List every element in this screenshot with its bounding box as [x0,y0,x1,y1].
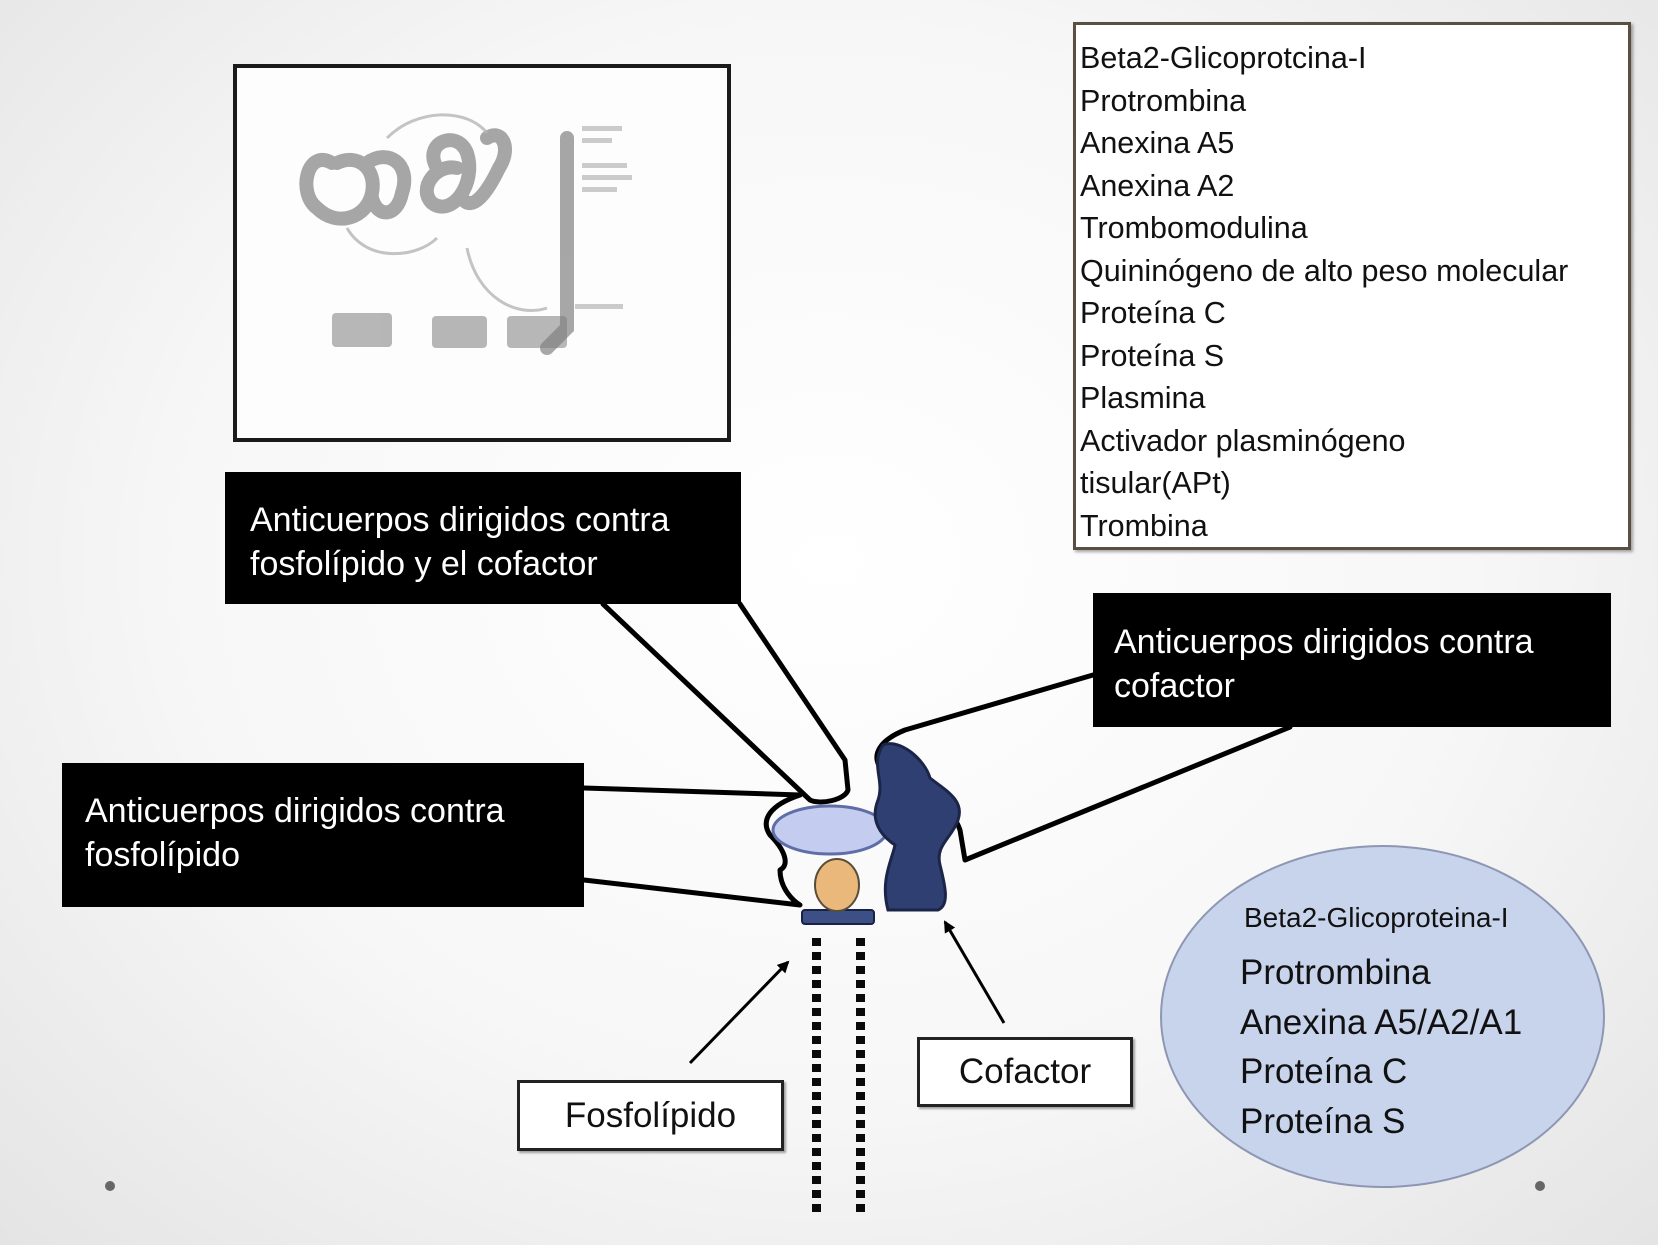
phospholipid-tail-segment [856,1008,865,1016]
phospholipid-tail-segment [856,1022,865,1030]
phospholipid-tail-segment [856,1078,865,1086]
label-antibodies-phospholipid-and-cofactor: Anticuerpos dirigidos contra fosfolípido… [225,472,741,604]
ellipse-title: Beta2-Glicoproteina-I [1244,902,1509,933]
label-antibodies-phospholipid: Anticuerpos dirigidos contra fosfolípido [62,763,584,907]
phospholipid-tail-segment [812,952,821,960]
phospholipid-tail-segment [856,1204,865,1212]
phospholipid-tail-segment [856,1190,865,1198]
phospholipid-tail-segment [812,1176,821,1184]
binding-proteins-ellipse [1160,845,1605,1188]
label-antibodies-cofactor: Anticuerpos dirigidos contra cofactor [1093,593,1611,727]
cofactor-list-item: Anexina A5 [1080,126,1235,160]
label-line: fosfolípido y el cofactor [250,545,598,583]
protein-structure-image [233,64,731,442]
cofactor-list-item: Activador plasminógeno [1080,423,1406,458]
phospholipid-head [814,858,860,912]
phospholipid-tail-segment [812,1148,821,1156]
cofactor-shape [873,742,961,912]
phospholipid-tail-segment [856,952,865,960]
phospholipid-tails [812,938,865,1212]
binding-protein-item: Proteína S [1240,1101,1406,1141]
protein-loops [345,113,548,312]
cofactor-list-box: Beta2-Glicoprotcina-I Protrombina Anexin… [1073,22,1631,550]
cofactor-list-item: Quininógeno de alto peso molecular [1080,253,1569,288]
phospholipid-tail-segment [856,1064,865,1072]
cofactor-list-item: tisular(APt) [1080,466,1231,500]
label-phospholipid: Fosfolípido [517,1080,784,1151]
label-line: fosfolípido [85,836,240,874]
phospholipid-tail-segment [812,1008,821,1016]
phospholipid-tail-segment [856,1036,865,1044]
cofactor-list-item: Trombina [1080,508,1208,543]
phospholipid-tail-segment [812,1036,821,1044]
phospholipid-tail-segment [856,994,865,1002]
label-line: cofactor [1114,667,1235,705]
phospholipid-tail-segment [856,1092,865,1100]
phospholipid-tail-segment [856,1120,865,1128]
phospholipid-tail-segment [856,1134,865,1142]
antibody-binding-disc [771,804,889,856]
phospholipid-tail-segment [812,966,821,974]
phospholipid-tail-segment [812,1022,821,1030]
phospholipid-tail-segment [812,1162,821,1170]
phospholipid-tail-segment [812,1190,821,1198]
label-cofactor: Cofactor [917,1037,1133,1107]
arrow-to-cofactor [943,920,1006,1024]
arrow-to-phospholipid [688,960,790,1065]
phospholipid-tail-segment [856,966,865,974]
phospholipid-tail-segment [856,1176,865,1184]
protein-structure-drawing [299,113,632,355]
binding-protein-item: Protrombina [1240,953,1431,992]
phospholipid-tail-segment [856,1162,865,1170]
antibody-outline-phospholipid [581,785,803,908]
binding-protein-item: Proteína C [1240,1052,1408,1091]
label-line: Anticuerpos dirigidos contra [1114,623,1534,661]
phospholipid-tail-segment [856,938,865,946]
annotation-marks [575,126,632,309]
cofactor-list-item: Beta2-Glicoprotcina-I [1080,41,1367,75]
phospholipid-tail-segment [812,1092,821,1100]
label-line: Anticuerpos dirigidos contra [85,792,505,830]
phospholipid-tail-segment [856,1148,865,1156]
phospholipid-tail-segment [812,1134,821,1142]
antibody-outline-phospholipid-cofactor [600,601,851,805]
slide-bullet-right [1535,1181,1545,1191]
membrane-blocks [332,313,567,348]
binding-protein-item: Anexina A5/A2/A1 [1240,1002,1523,1042]
phospholipid-tail-segment [812,1204,821,1212]
slide-bullet-left [105,1181,115,1191]
phospholipid-tail-segment [812,938,821,946]
phospholipid-tail-segment [856,980,865,988]
phospholipid-tail-segment [812,1050,821,1058]
phospholipid-tail-segment [812,1120,821,1128]
binding-proteins-list: Protrombina Anexina A5/A2/A1 Proteína C … [1240,948,1522,1146]
phospholipid-tail-segment [856,1050,865,1058]
cofactor-list-item: Anexina A2 [1080,168,1235,203]
cofactor-list-item: Proteína C [1080,296,1226,330]
phospholipid-tail-segment [812,1106,821,1114]
cofactor-list-item: Trombomodulina [1080,211,1308,245]
phospholipid-tail-segment [812,1078,821,1086]
phospholipid-tail-segment [812,1064,821,1072]
phospholipid-base [801,909,875,925]
cofactor-list-item: Proteína S [1080,338,1225,373]
cofactor-list-item: Plasmina [1080,381,1206,415]
cofactor-list-item: Protrombina [1080,83,1247,118]
phospholipid-tail-segment [812,994,821,1002]
phospholipid-tail-segment [856,1106,865,1114]
phospholipid-tail-segment [812,980,821,988]
label-line: Anticuerpos dirigidos contra [250,501,670,539]
